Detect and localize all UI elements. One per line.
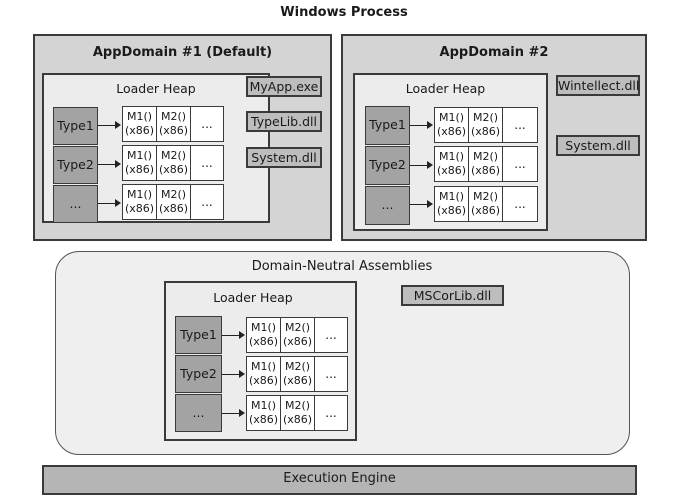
method-more: ... [325, 328, 337, 342]
method-m2: M2()(x86) [157, 107, 191, 141]
method-m1: M1()(x86) [123, 185, 157, 219]
method-table-row-1: M1()(x86) M2()(x86) ... [122, 106, 224, 142]
type-1-arrow [222, 331, 245, 339]
type-more-arrow [98, 199, 121, 207]
appdomain-1-title: AppDomain #1 (Default) [92, 45, 273, 60]
method-m2: M2()(x86) [469, 108, 503, 142]
method-more: ... [514, 157, 526, 171]
method-m2: M2()(x86) [469, 147, 503, 181]
loader-heap: Loader Heap Type1 Type2 ... M1()(x86) M2… [42, 73, 270, 223]
method-more: ... [325, 367, 337, 381]
execution-engine: Execution Engine [42, 465, 637, 495]
loader-heap: Loader Heap Type1 Type2 ... M1()(x86) M2… [164, 281, 357, 441]
type-1: Type1 [53, 107, 98, 145]
type-2-arrow [410, 161, 433, 169]
method-m1: M1()(x86) [435, 147, 469, 181]
method-table-row-2: M1()(x86) M2()(x86) ... [434, 146, 538, 182]
assembly-system-dll: System.dll [246, 147, 322, 168]
method-m2: M2()(x86) [281, 396, 315, 430]
appdomain-1: AppDomain #1 (Default) Loader Heap Type1… [33, 34, 332, 241]
method-table-row-2: M1()(x86) M2()(x86) ... [246, 356, 348, 392]
method-m2: M2()(x86) [281, 357, 315, 391]
type-2: Type2 [53, 146, 98, 184]
method-more: ... [325, 406, 337, 420]
method-m1: M1()(x86) [123, 107, 157, 141]
assembly-wintellect-dll: Wintellect.dll [556, 75, 640, 96]
method-more: ... [514, 197, 526, 211]
loader-heap-label: Loader Heap [116, 81, 196, 96]
method-m1: M1()(x86) [247, 318, 281, 352]
type-1-arrow [98, 121, 121, 129]
assembly-myapp-exe: MyApp.exe [246, 76, 322, 97]
method-m2: M2()(x86) [157, 146, 191, 180]
type-2: Type2 [365, 146, 410, 185]
domain-neutral-assemblies: Domain-Neutral Assemblies Loader Heap Ty… [55, 251, 630, 455]
method-m1: M1()(x86) [247, 357, 281, 391]
loader-heap-label: Loader Heap [405, 81, 486, 96]
method-table-row-1: M1()(x86) M2()(x86) ... [434, 107, 538, 143]
loader-heap: Loader Heap Type1 Type2 ... M1()(x86) M2… [353, 73, 548, 231]
appdomain-2: AppDomain #2 Loader Heap Type1 Type2 ...… [341, 34, 647, 241]
method-more: ... [201, 156, 213, 170]
type-more: ... [53, 185, 98, 223]
type-more-arrow [222, 409, 245, 417]
assembly-mscorlib-dll: MSCorLib.dll [401, 285, 504, 306]
type-2: Type2 [175, 355, 222, 393]
method-more: ... [514, 118, 526, 132]
method-m2: M2()(x86) [157, 185, 191, 219]
method-table-row-1: M1()(x86) M2()(x86) ... [246, 317, 348, 353]
type-more-arrow [410, 200, 433, 208]
type-2-arrow [98, 160, 121, 168]
method-m1: M1()(x86) [435, 187, 469, 221]
type-1-arrow [410, 121, 433, 129]
assembly-typelib-dll: TypeLib.dll [246, 111, 322, 132]
method-table-row-3: M1()(x86) M2()(x86) ... [246, 395, 348, 431]
type-more: ... [175, 394, 222, 432]
method-table-row-3: M1()(x86) M2()(x86) ... [122, 184, 224, 220]
domain-neutral-title: Domain-Neutral Assemblies [251, 259, 433, 274]
method-m1: M1()(x86) [247, 396, 281, 430]
method-m2: M2()(x86) [281, 318, 315, 352]
appdomain-2-title: AppDomain #2 [439, 45, 549, 60]
method-m1: M1()(x86) [435, 108, 469, 142]
type-1: Type1 [365, 106, 410, 145]
method-more: ... [201, 195, 213, 209]
method-m1: M1()(x86) [123, 146, 157, 180]
assembly-system-dll: System.dll [556, 135, 640, 156]
type-1: Type1 [175, 316, 222, 354]
method-table-row-3: M1()(x86) M2()(x86) ... [434, 186, 538, 222]
method-more: ... [201, 117, 213, 131]
type-2-arrow [222, 370, 245, 378]
type-more: ... [365, 186, 410, 225]
process-title: Windows Process [280, 5, 408, 20]
method-m2: M2()(x86) [469, 187, 503, 221]
loader-heap-label: Loader Heap [213, 290, 293, 305]
method-table-row-2: M1()(x86) M2()(x86) ... [122, 145, 224, 181]
